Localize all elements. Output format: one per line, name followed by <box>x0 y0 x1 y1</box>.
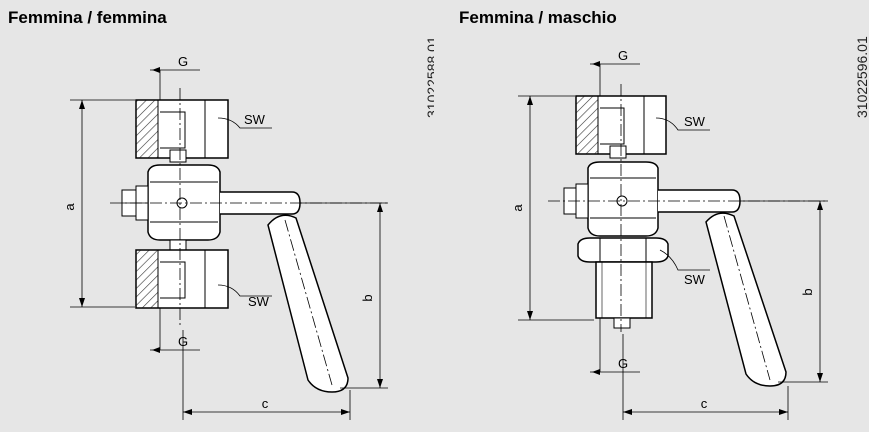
thread-bottom-marker <box>590 318 640 375</box>
wrench-top-leader <box>217 117 272 129</box>
dimension-c <box>182 330 351 420</box>
thread-bottom-label: G <box>178 334 188 349</box>
top-hex-nut <box>135 99 229 163</box>
dimension-c <box>622 334 789 420</box>
wrench-bottom-leader <box>659 249 710 271</box>
dimension-a <box>518 95 594 321</box>
valve-body <box>121 164 221 241</box>
bottom-hex-nut <box>135 239 229 309</box>
dimension-a-label: a <box>510 204 525 212</box>
handle-lever <box>705 212 787 387</box>
wrench-top-leader <box>655 117 710 131</box>
diagram-title: Femmina / maschio <box>459 8 617 27</box>
male-hex-nut <box>577 237 669 329</box>
dimension-c-label: c <box>262 396 269 411</box>
diagram-title: Femmina / femmina <box>8 8 167 27</box>
wrench-bottom-label: SW <box>248 294 270 309</box>
panel-femmina-femmina: Femmina / femmina 31022588.01 <box>0 0 440 432</box>
dimension-a <box>70 99 135 308</box>
valve-drawing-ff: a b c G G SW <box>62 54 388 420</box>
wrench-bottom-label: SW <box>684 272 706 287</box>
thread-top-label: G <box>618 48 628 63</box>
handle-lever <box>267 214 349 393</box>
panel-femmina-maschio: Femmina / maschio 31022596.01 <box>434 0 869 432</box>
dimension-b <box>300 202 388 389</box>
dimension-c-label: c <box>701 396 708 411</box>
wrench-bottom-leader <box>217 284 272 297</box>
dimension-b <box>740 200 828 383</box>
wrench-top-label: SW <box>684 114 706 129</box>
thread-bottom-marker <box>150 308 200 353</box>
wrench-top-label: SW <box>244 112 266 127</box>
thread-bottom-label: G <box>618 356 628 371</box>
thread-top-marker <box>150 67 200 100</box>
dimension-a-label: a <box>62 203 77 211</box>
valve-body <box>563 161 659 237</box>
dimension-b-label: b <box>360 294 375 301</box>
thread-top-label: G <box>178 54 188 69</box>
thread-top-marker <box>590 61 640 96</box>
valve-drawing-fm: a b c G G SW <box>510 48 828 420</box>
dimension-b-label: b <box>800 288 815 295</box>
